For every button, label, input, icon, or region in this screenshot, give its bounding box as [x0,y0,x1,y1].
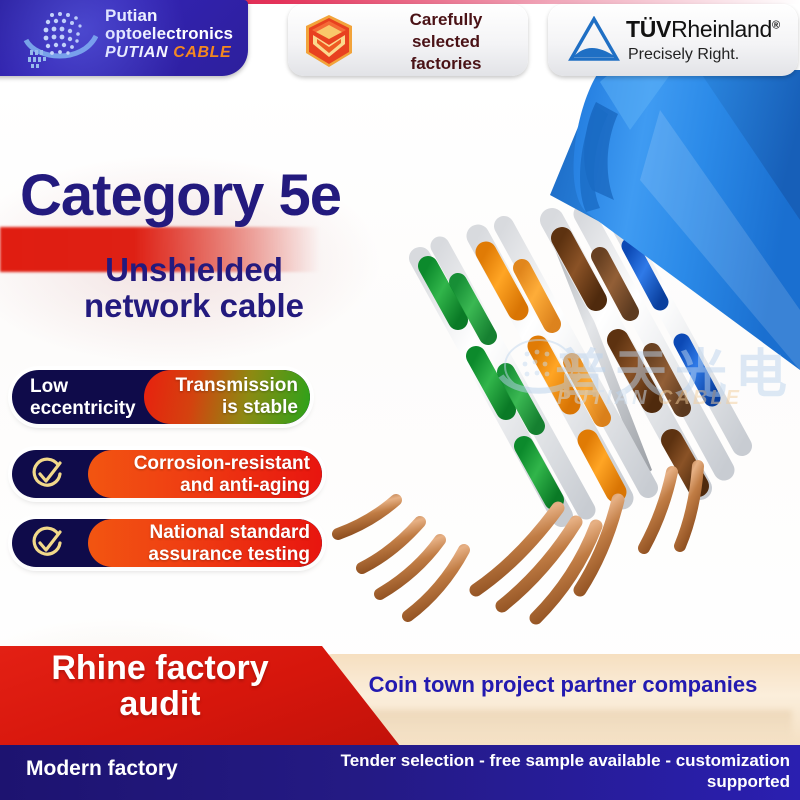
footer-left-label: Modern factory [26,757,178,780]
page-title: Category 5e [20,163,342,228]
brand-line-3: PUTIAN CABLE [105,44,240,61]
tuv-triangle-icon [568,16,620,61]
hero-red-band [0,227,320,272]
brand-name-cable: CABLE [173,44,232,62]
utp-cat5e-cable-photo [332,70,800,625]
feature-pill-1-left-label: Low eccentricity [30,376,136,419]
brand-logo-text: Putian optoelectronics PUTIAN CABLE [105,6,240,61]
page-subtitle: Unshielded network cable [83,251,305,324]
watermark-brand: PUTIAN CABLE [557,387,742,410]
feature-pill-1-right-label: Transmission is stable [175,375,299,418]
brand-line-2: optoelectronics [105,24,234,44]
cream-banner [322,654,800,746]
feature-pill-2[interactable]: Corrosion-resistant and anti-aging [12,450,322,498]
watermark-brand-b: CABLE [658,387,742,409]
shield-hex-icon [306,15,352,67]
badge-carefully-selected-factories[interactable]: Carefully selected factories [288,4,528,76]
tuv-thin: Rheinland [671,16,772,42]
brand-line-1: Putian [105,6,158,25]
check-circle-icon [32,457,62,487]
tuv-wordmark: TÜVRheinland® [626,16,780,43]
tuv-registered: ® [772,19,780,32]
globe-logo-icon [23,12,98,68]
check-circle-icon [32,526,62,556]
footer-right-label: Tender selection - free sample available… [340,751,790,792]
feature-pill-3-right-gradient [88,519,322,567]
red-banner-label: Rhine factory audit [51,649,269,724]
watermark-cn: 普天光电 [555,345,796,405]
brand-name-putian: PUTIAN [105,44,169,62]
feature-pill-3[interactable]: National standard assurance testing [12,519,322,567]
brand-logo-panel[interactable]: Putian optoelectronics PUTIAN CABLE [0,0,248,76]
badge-tuv-rheinland[interactable]: TÜVRheinland® Precisely Right. [548,4,798,76]
header-top-strip [0,0,800,4]
header: Putian optoelectronics PUTIAN CABLE Care… [0,0,800,86]
logo-watermark: 普天光电 PUTIAN CABLE [495,330,795,430]
footer-navy-bar [0,745,800,800]
tuv-bold: TÜV [626,16,672,42]
feature-pill-2-label: Corrosion-resistant and anti-aging [133,453,310,496]
watermark-brand-a: PUTIAN [557,387,650,409]
feature-pill-2-right-gradient [88,450,322,498]
tuv-tagline: Precisely Right. [628,46,740,63]
feature-pill-3-label: National standard assurance testing [148,522,310,565]
badge-1-text: Carefully selected factories [409,10,483,73]
cream-banner-label: Coin town project partner companies [368,672,758,697]
feature-pill-1-right-gradient [144,370,310,424]
feature-pill-1[interactable]: Low eccentricity Transmission is stable [12,370,310,424]
red-banner [0,646,400,746]
